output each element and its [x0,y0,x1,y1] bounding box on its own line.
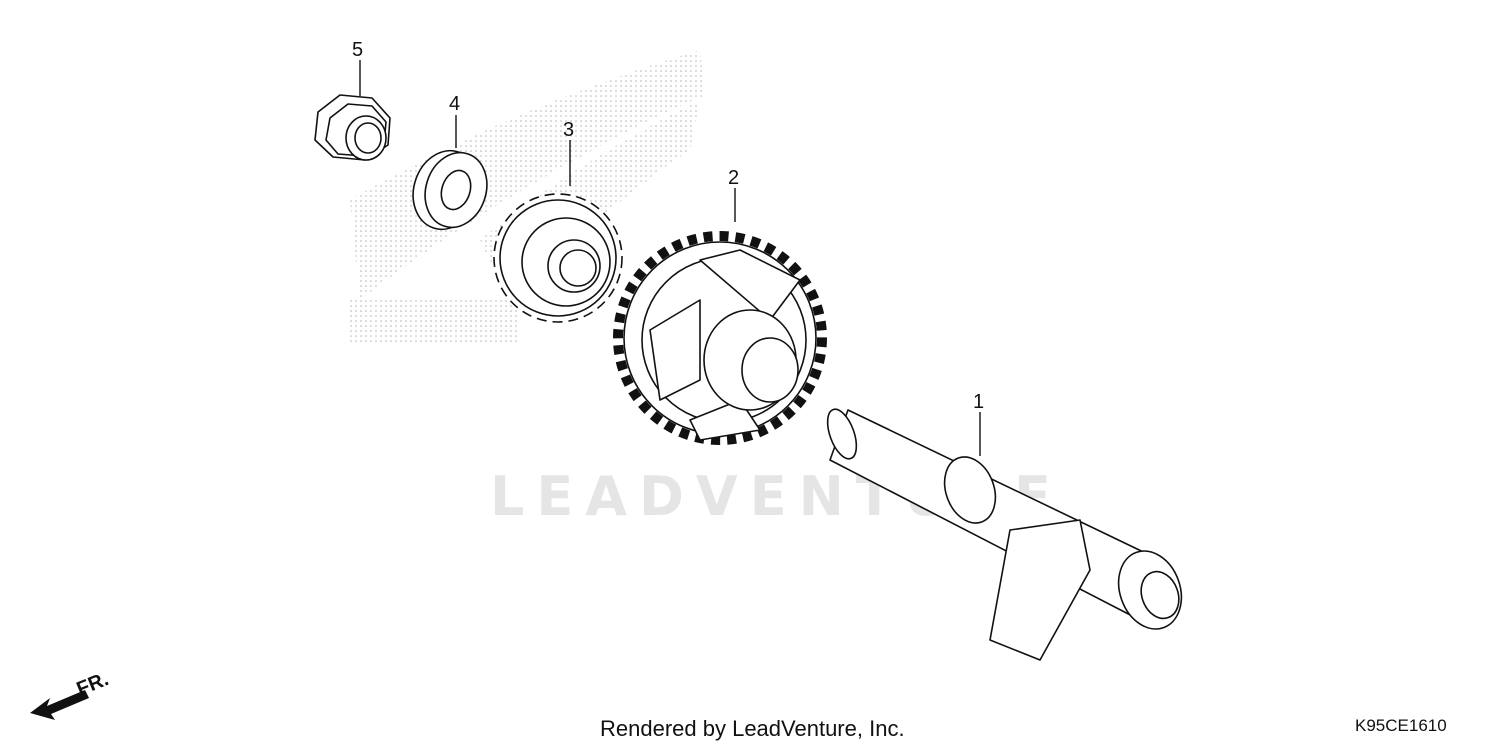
part-1-shaft [826,408,1183,661]
part-4-washer [412,115,488,231]
callout-part-2: 2 [728,167,739,189]
diagram-code: K95CE1610 [1355,716,1447,735]
front-direction-arrow-icon: FR. [30,668,112,720]
part-2-large-gear [613,188,827,445]
footer-credit: Rendered by LeadVenture, Inc. [600,716,905,741]
callout-part-1: 1 [973,391,984,413]
part-3-small-gear [493,140,623,323]
callout-part-4: 4 [449,93,460,115]
front-direction-label: FR. [74,668,112,700]
part-5-hex-nut [314,60,391,161]
callout-part-3: 3 [563,119,574,141]
callout-part-5: 5 [352,39,363,61]
